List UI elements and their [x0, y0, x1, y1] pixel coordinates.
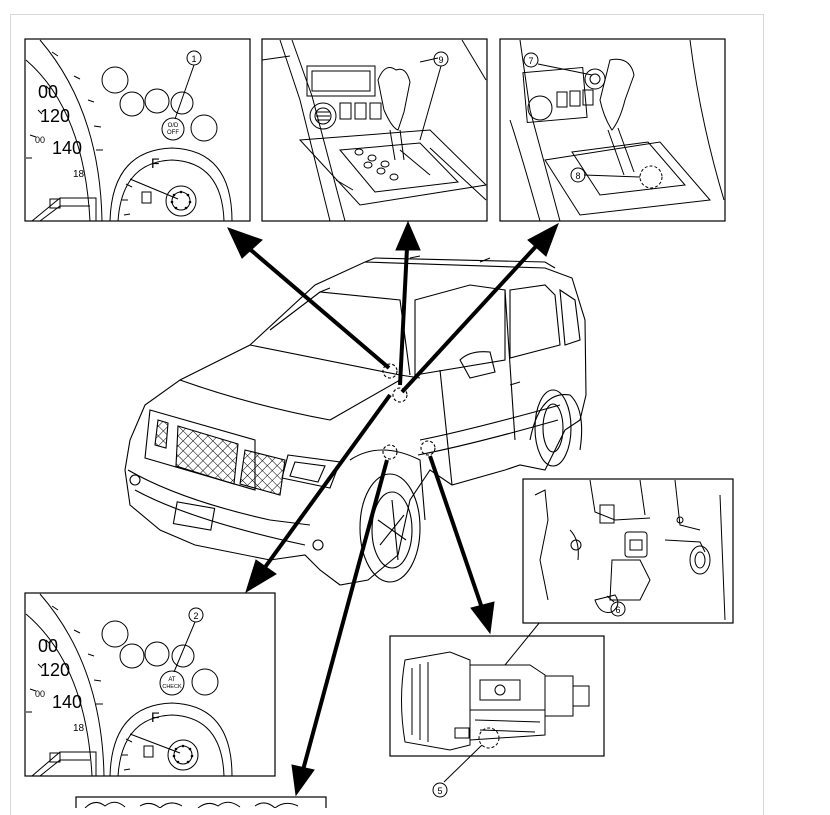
- fuel-gauge-full-mark: F: [151, 155, 160, 171]
- pointer-arrows: [227, 220, 559, 797]
- gauge-tick-120: 120: [40, 660, 70, 680]
- callout-7: 7: [528, 56, 533, 66]
- gauge-odometer-digits: 18: [73, 723, 85, 734]
- gauge-tick-140: 140: [52, 138, 82, 158]
- vehicle-illustration: [124, 255, 587, 586]
- callout-8: 8: [575, 171, 580, 181]
- callout-2: 2: [193, 611, 198, 621]
- callout-1: 1: [191, 54, 196, 64]
- callout-6: 6: [615, 605, 620, 615]
- gauge-odometer-digits: 18: [73, 169, 85, 180]
- fuel-gauge-full-mark: F: [151, 709, 160, 725]
- gauge-tick-00: 00: [38, 82, 58, 102]
- gauge-tick-140: 140: [52, 692, 82, 712]
- at-check-lamp-line1: AT: [168, 677, 176, 683]
- panel-console-selector: 9: [261, 38, 488, 222]
- od-off-lamp-line2: OFF: [167, 130, 179, 136]
- gauge-tick-minor: 00: [35, 135, 45, 145]
- callout-9: 9: [438, 55, 443, 65]
- gauge-tick-120: 120: [40, 106, 70, 126]
- panel-transmission: 5: [389, 621, 605, 798]
- panel-sensor-detail: 6: [522, 478, 734, 624]
- gauge-tick-minor: 00: [35, 689, 45, 699]
- callout-5: 5: [437, 786, 442, 796]
- at-check-lamp-line2: CHECK: [162, 684, 182, 690]
- panel-cluster-at-check: 00 120 00 140 18 F AT CHECK 2: [24, 592, 276, 777]
- panel-cluster-od-off: 00 120 00 140 18 F O/D OFF 1: [24, 38, 251, 222]
- panel-engine-partial: [75, 796, 327, 808]
- gauge-tick-00: 00: [38, 636, 58, 656]
- panel-console-shift-lock: 7 8: [499, 38, 726, 222]
- od-off-lamp-line1: O/D: [168, 123, 179, 129]
